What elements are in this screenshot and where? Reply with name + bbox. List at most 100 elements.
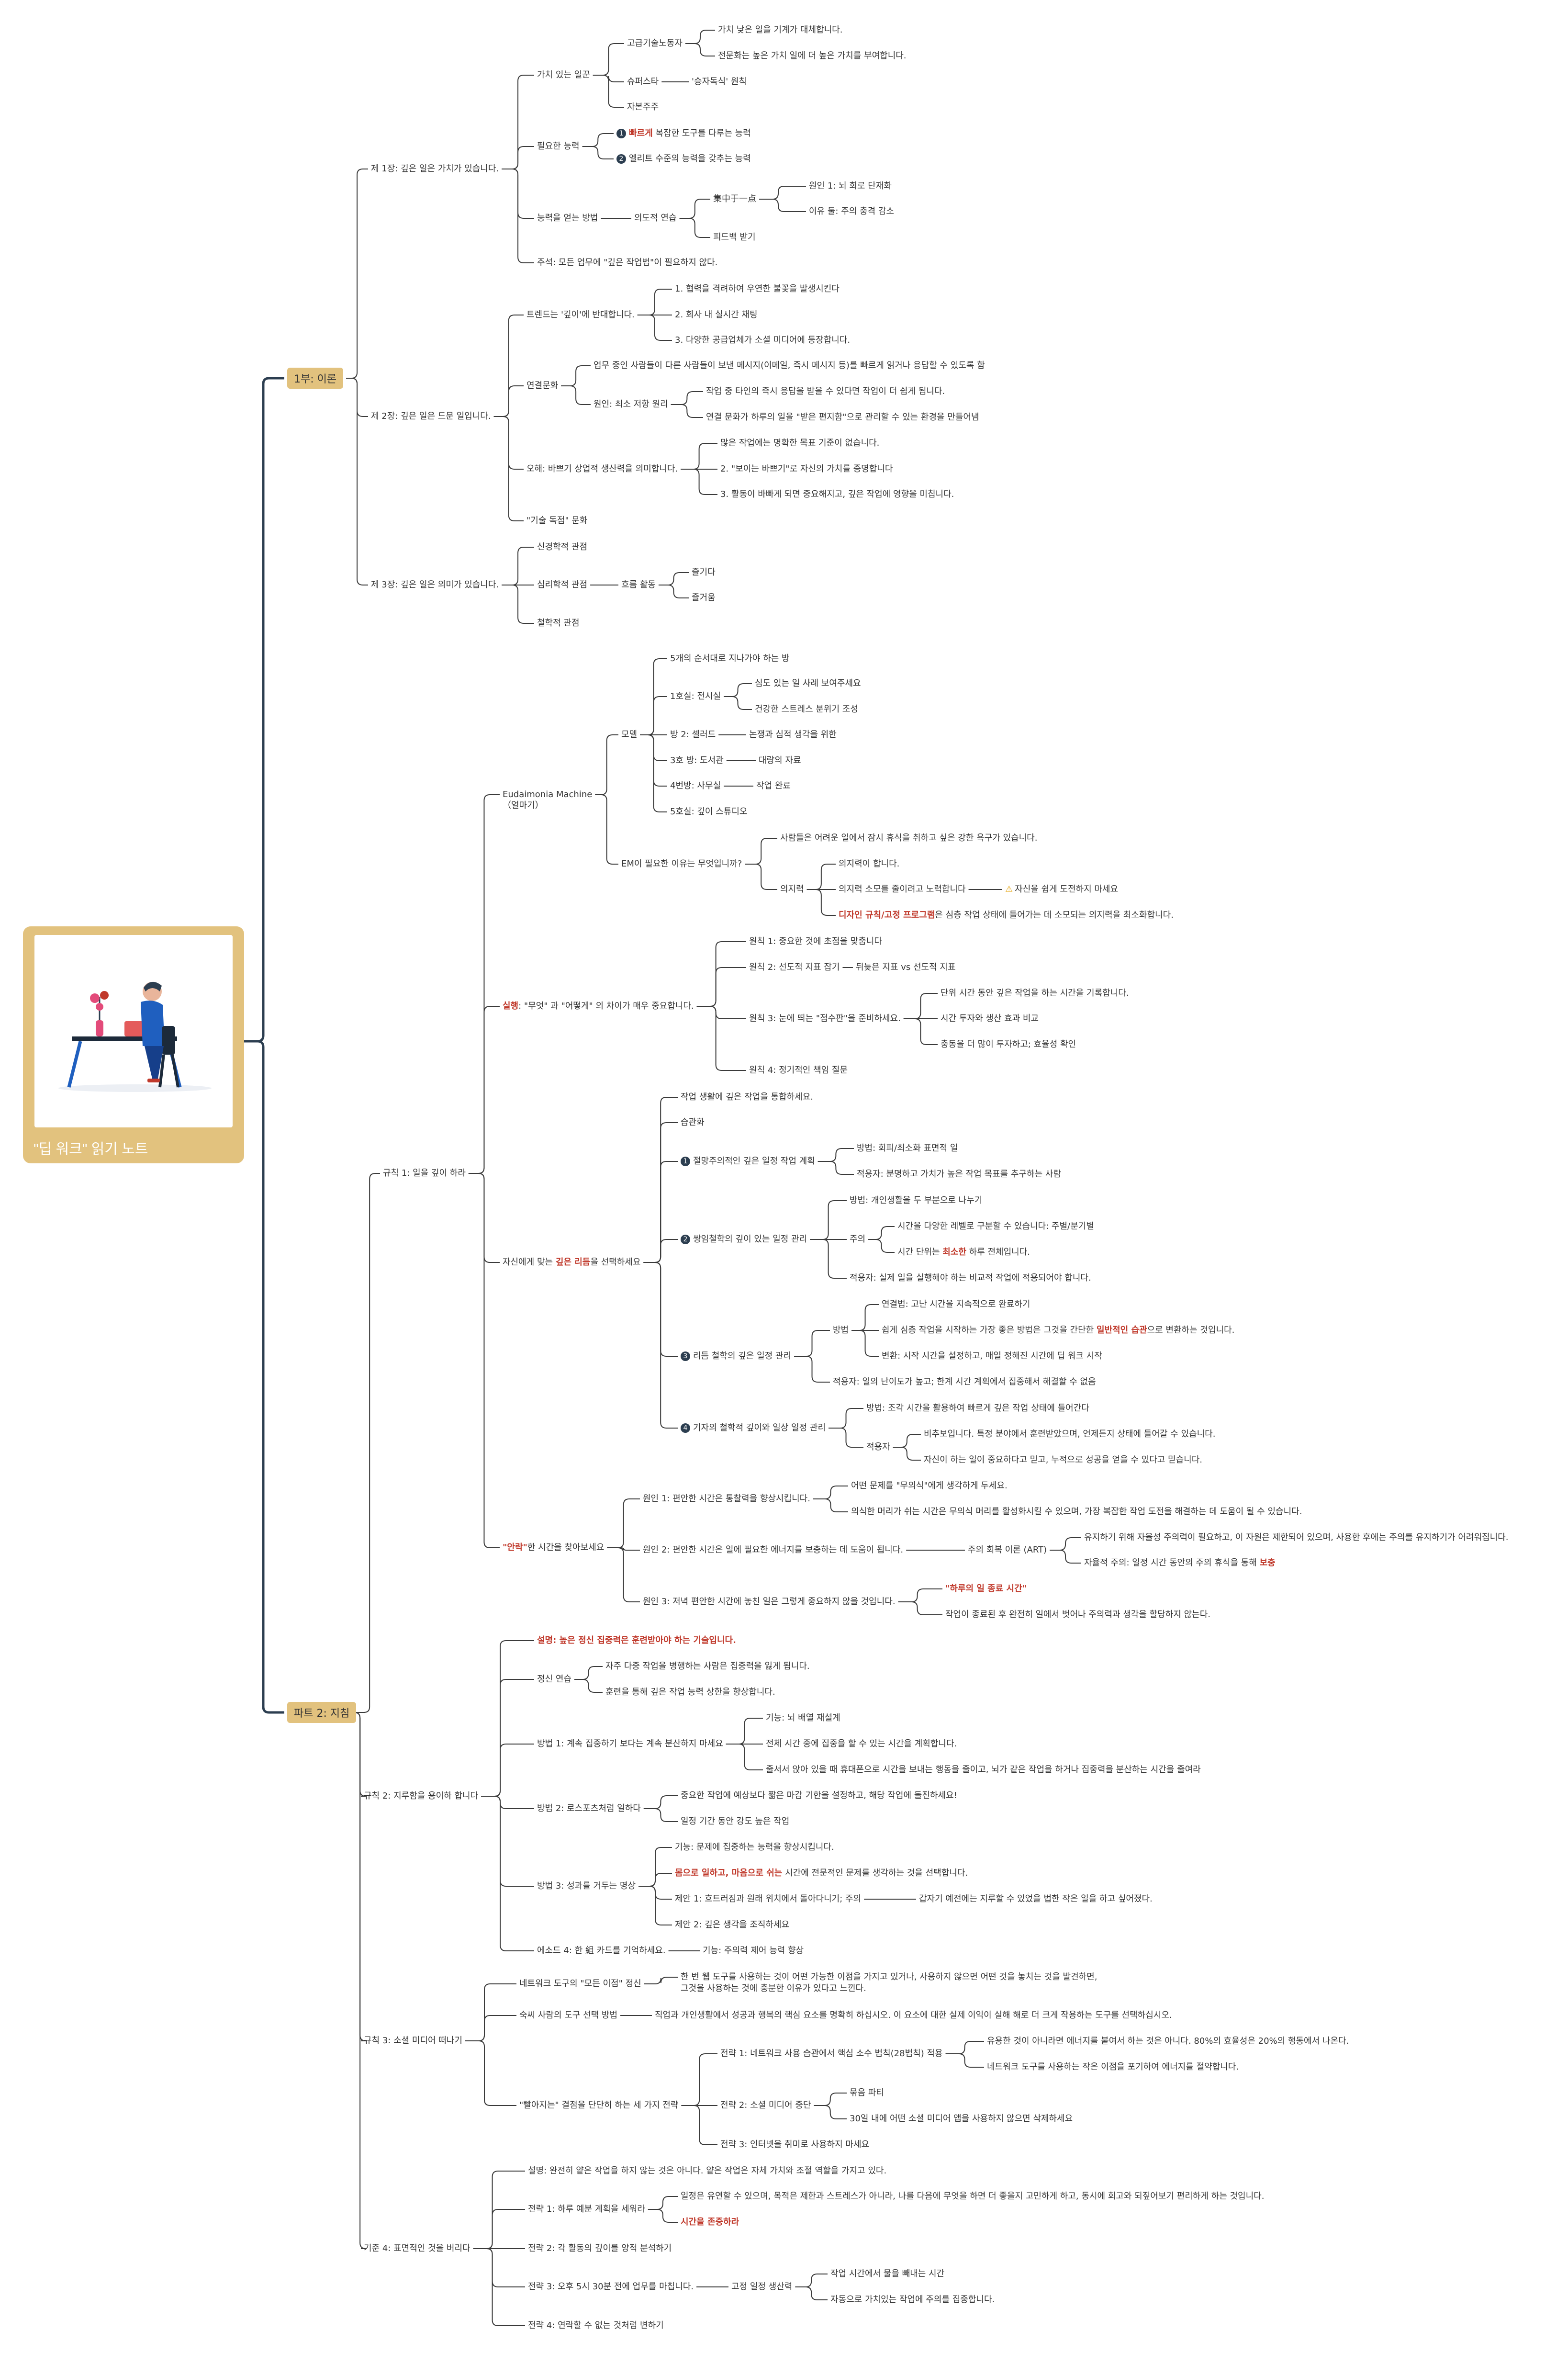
topic-node[interactable]: 그것을 사용하는 것에 충분한 이유가 있다고 느낀다.: [681, 1983, 866, 1994]
topic-node[interactable]: 전문화는 높은 가치 일에 더 높은 가치를 부여합니다.: [718, 51, 907, 61]
topic-node[interactable]: 적용자: 실제 일을 실행해야 하는 비교적 작업에 적용되어야 합니다.: [850, 1273, 1091, 1283]
topic-node[interactable]: 전략 4: 연락할 수 없는 것처럼 변하기: [528, 2320, 664, 2331]
topic-node[interactable]: "기술 독점" 문화: [526, 516, 587, 526]
topic-node[interactable]: 설명: 높은 정신 집중력은 훈련받아야 하는 기술입니다.: [537, 1635, 736, 1646]
topic-node[interactable]: 몸으로 일하고, 마음으로 쉬는 시간에 전문적인 문제를 생각하는 것을 선택…: [675, 1868, 968, 1879]
topic-node[interactable]: 많은 작업에는 명확한 목표 기준이 없습니다.: [720, 438, 879, 449]
topic-node[interactable]: 2. "보이는 바쁘기"로 자신의 가치를 증명합니다: [720, 464, 893, 474]
topic-node[interactable]: 습관화: [681, 1117, 705, 1128]
topic-node[interactable]: '승자독식' 원칙: [692, 77, 747, 87]
topic-node[interactable]: 트렌드는 '깊이'에 반대합니다.: [526, 310, 635, 320]
topic-node[interactable]: 디자인 규칙/고정 프로그램은 심층 작업 상태에 들어가는 데 소모되는 의지…: [839, 910, 1174, 921]
topic-node[interactable]: 방법: [833, 1325, 849, 1336]
topic-node[interactable]: 설명: 완전히 얕은 작업을 하지 않는 것은 아니다. 얕은 작업은 자체 가…: [528, 2166, 886, 2176]
topic-node[interactable]: 연결 문화가 하루의 일을 "받은 편지함"으로 관리할 수 있는 환경을 만들…: [706, 412, 979, 423]
topic-node[interactable]: 슈퍼스타: [627, 77, 659, 87]
topic-node[interactable]: 주의: [850, 1234, 865, 1245]
topic-node[interactable]: 원인: 최소 저항 원리: [594, 399, 668, 410]
topic-node[interactable]: 원칙 2: 선도적 지표 잡기: [749, 962, 840, 973]
topic-node[interactable]: 기준 4: 표면적인 것을 버리다: [364, 2243, 470, 2254]
topic-node[interactable]: 네트워크 도구의 "모든 이점" 정신: [519, 1979, 641, 1989]
topic-node[interactable]: 시간 투자와 생산 효과 비교: [941, 1013, 1039, 1024]
root-node-card[interactable]: "딥 워크" 읽기 노트: [23, 926, 244, 1163]
topic-node[interactable]: 유용한 것이 아니라면 에너지를 붙여서 하는 것은 아니다. 80%의 효율성…: [987, 2036, 1349, 2047]
topic-node[interactable]: 뒤늦은 지표 vs 선도적 지표: [856, 962, 956, 973]
topic-node[interactable]: "하루의 일 종료 시간": [945, 1584, 1027, 1594]
topic-node[interactable]: 심도 있는 일 사례 보여주세요: [755, 678, 861, 689]
topic-node[interactable]: 적용자: [866, 1442, 890, 1452]
topic-node[interactable]: 유지하기 위해 자율성 주의력이 필요하고, 이 자원은 제한되어 있으며, 사…: [1084, 1532, 1508, 1543]
topic-node[interactable]: 자율적 주의: 일정 시간 동안의 주의 휴식을 통해 보충: [1084, 1558, 1276, 1568]
topic-node[interactable]: 방법 3: 성과를 거두는 명상: [537, 1881, 636, 1891]
topic-node[interactable]: 비추보입니다. 특정 분야에서 훈련받았으며, 언제든지 상태에 들어갈 수 있…: [924, 1429, 1215, 1440]
topic-node[interactable]: 원인 1: 뇌 회로 단재화: [809, 181, 892, 191]
topic-node[interactable]: "안락"한 시간을 찾아보세요: [503, 1542, 604, 1553]
topic-node[interactable]: 전략 3: 오후 5시 30분 전에 업무를 마칩니다.: [528, 2282, 694, 2292]
topic-node[interactable]: ⚠자신을 쉽게 도전하지 마세요: [1005, 884, 1118, 895]
topic-node[interactable]: 에소드 4: 한 組 카드를 기억하세요.: [537, 1946, 666, 1956]
topic-node[interactable]: 기능: 뇌 배열 재설계: [766, 1713, 840, 1723]
topic-node[interactable]: 원인 1: 편안한 시간은 통찰력을 향상시킵니다.: [643, 1494, 810, 1504]
topic-node[interactable]: 30일 내에 어떤 소셜 미디어 앱을 사용하지 않으면 삭제하세요: [850, 2114, 1073, 2124]
topic-node[interactable]: 2. 회사 내 실시간 채팅: [675, 310, 758, 320]
topic-node[interactable]: 자동으로 가치있는 작업에 주의를 집중합니다.: [830, 2295, 995, 2305]
topic-node[interactable]: （얼마기）: [503, 800, 544, 811]
topic-node[interactable]: 네트워크 도구를 사용하는 작은 이점을 포기하여 에너지를 절약합니다.: [987, 2062, 1239, 2072]
topic-node[interactable]: 심리학적 관점: [537, 580, 587, 590]
topic-node[interactable]: 오해: 바쁘기 상업적 생산력을 의미합니다.: [526, 464, 678, 474]
topic-node[interactable]: 의식한 머리가 쉬는 시간은 무의식 머리를 활성화시킬 수 있으며, 가장 복…: [851, 1507, 1302, 1517]
topic-node[interactable]: 4번방: 사무실: [670, 781, 721, 791]
topic-node[interactable]: 1. 협력을 격려하여 우연한 불꽃을 발생시킨다: [675, 284, 840, 294]
topic-node[interactable]: 업무 중인 사람들이 다른 사람들이 보낸 메시지(이메일, 즉시 메시지 등)…: [594, 360, 985, 371]
topic-node[interactable]: 일정 기간 동안 강도 높은 작업: [681, 1816, 789, 1827]
topic-node[interactable]: 연결문화: [526, 381, 558, 391]
topic-node[interactable]: 한 번 웹 도구를 사용하는 것이 어떤 가능한 이점을 가지고 있거나, 사용…: [681, 1972, 1097, 1982]
topic-node[interactable]: 실행: "무엇" 과 "어떻게" 의 차이가 매우 중요합니다.: [503, 1001, 694, 1012]
topic-node[interactable]: 모델: [621, 730, 637, 740]
topic-node[interactable]: 충동을 더 많이 투자하고; 효율성 확인: [941, 1039, 1076, 1050]
topic-node[interactable]: 기능: 문제에 집중하는 능력을 향상시킵니다.: [675, 1842, 834, 1853]
topic-node[interactable]: 제 3장: 깊은 일은 의미가 있습니다.: [371, 580, 499, 590]
topic-node[interactable]: 의지력 소모를 줄이려고 노력합니다: [839, 884, 966, 895]
topic-node[interactable]: 3호 방: 도서관: [670, 755, 724, 766]
topic-node[interactable]: 직업과 개인생활에서 성공과 행복의 핵심 요소를 명확히 하십시오. 이 요소…: [655, 2010, 1172, 2021]
topic-node[interactable]: 전체 시간 중에 집중을 할 수 있는 시간을 계획합니다.: [766, 1739, 957, 1749]
topic-node[interactable]: 즐기다: [692, 567, 716, 578]
topic-node[interactable]: 방법: 회피/최소화 표면적 일: [857, 1143, 958, 1154]
topic-node[interactable]: 集中于一点: [713, 194, 756, 204]
topic-node[interactable]: 신경학적 관점: [537, 542, 587, 552]
topic-node[interactable]: 전략 3: 인터넷을 취미로 사용하지 마세요: [720, 2139, 869, 2150]
topic-node[interactable]: 주석: 모든 업무에 "깊은 작업법"이 필요하지 않다.: [537, 258, 717, 268]
topic-node[interactable]: 숙씨 사람의 도구 선택 방법: [519, 2010, 617, 2021]
topic-node[interactable]: 대량의 자료: [759, 755, 801, 766]
topic-node[interactable]: 원인 2: 편안한 시간은 일에 필요한 에너지를 보충하는 데 도움이 됩니다…: [643, 1545, 903, 1555]
topic-node[interactable]: 방법 2: 로스포츠처럼 일하다: [537, 1803, 641, 1814]
topic-node[interactable]: 제안 2: 깊은 생각을 조직하세요: [675, 1920, 789, 1930]
topic-node[interactable]: 작업 중 타인의 즉시 응답을 받을 수 있다면 작업이 더 쉽게 됩니다.: [706, 386, 945, 397]
topic-node[interactable]: 묶음 파티: [850, 2088, 884, 2098]
topic-node[interactable]: 피드백 받기: [713, 232, 756, 243]
topic-node[interactable]: 능력을 얻는 방법: [537, 213, 598, 224]
topic-node[interactable]: 의지력이 합니다.: [839, 859, 899, 869]
topic-node[interactable]: 필요한 능력: [537, 141, 580, 152]
topic-node[interactable]: 원인 3: 저녁 편안한 시간에 놓친 일은 그렇게 중요하지 않을 것입니다.: [643, 1597, 896, 1607]
topic-node[interactable]: 전략 2: 소셜 미디어 중단: [720, 2100, 811, 2111]
topic-node[interactable]: 변환: 시작 시간을 설정하고, 매일 정해진 시간에 딥 워크 시작: [882, 1351, 1102, 1362]
topic-node[interactable]: EM이 필요한 이유는 무엇입니까?: [621, 859, 742, 869]
topic-node[interactable]: 어떤 문제를 "무의식"에게 생각하게 두세요.: [851, 1481, 1008, 1491]
topic-node[interactable]: 가치 낮은 일을 기계가 대체합니다.: [718, 25, 842, 35]
topic-node[interactable]: 규칙 2: 지루함을 용이하 합니다: [364, 1791, 478, 1801]
topic-node[interactable]: 줄서서 앉아 있을 때 휴대폰으로 시간을 보내는 행동을 줄이고, 뇌가 같은…: [766, 1765, 1201, 1775]
topic-node[interactable]: 사람들은 어려운 일에서 잠시 휴식을 취하고 싶은 강한 욕구가 있습니다.: [780, 833, 1037, 844]
topic-node[interactable]: 전략 1: 네트워크 사용 습관에서 핵심 소수 법칙(28법칙) 적용: [720, 2049, 943, 2059]
topic-node[interactable]: 쉽게 심층 작업을 시작하는 가장 좋은 방법은 그것을 간단한 일반적인 습관…: [882, 1325, 1234, 1336]
topic-node[interactable]: 정신 연습: [537, 1674, 571, 1685]
section-node[interactable]: 파트 2: 지침: [287, 1702, 357, 1723]
topic-node[interactable]: 방법: 조각 시간을 활용하여 빠르게 깊은 작업 상태에 들어간다: [866, 1403, 1089, 1414]
topic-node[interactable]: 이유 둘: 주의 충격 감소: [809, 206, 894, 217]
topic-node[interactable]: 3. 활동이 바빠게 되면 중요해지고, 깊은 작업에 영향을 미칩니다.: [720, 489, 954, 500]
topic-node[interactable]: 고급기술노동자: [627, 38, 683, 49]
topic-node[interactable]: 철학적 관점: [537, 618, 580, 629]
